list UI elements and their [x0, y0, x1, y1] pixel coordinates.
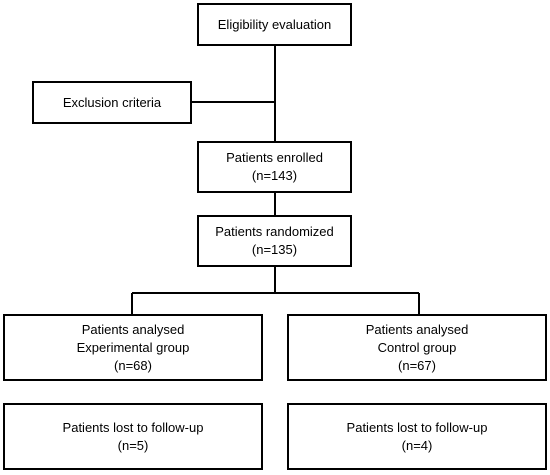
control-analysed-line1: Patients analysed: [365, 321, 469, 337]
control-lost-count: (n=4): [401, 437, 433, 453]
patients-randomized-box: Patients randomized (n=135): [197, 215, 352, 267]
experimental-analysed-box: Patients analysed Experimental group (n=…: [3, 314, 263, 381]
control-analysed-line2: Control group: [377, 339, 457, 355]
experimental-lost-label: Patients lost to follow-up: [62, 419, 204, 435]
exclusion-label: Exclusion criteria: [62, 94, 162, 110]
experimental-lost-count: (n=5): [117, 437, 149, 453]
randomized-count: (n=135): [251, 242, 298, 257]
eligibility-evaluation-box: Eligibility evaluation: [197, 3, 352, 46]
experimental-analysed-line1: Patients analysed: [81, 321, 185, 337]
eligibility-label: Eligibility evaluation: [217, 16, 332, 32]
experimental-analysed-count: (n=68): [114, 357, 152, 373]
randomized-label: Patients randomized: [215, 224, 334, 239]
experimental-lost-box: Patients lost to follow-up (n=5): [3, 403, 263, 470]
experimental-analysed-line2: Experimental group: [76, 339, 190, 355]
control-analysed-box: Patients analysed Control group (n=67): [287, 314, 547, 381]
enrolled-count: (n=143): [251, 168, 298, 183]
control-analysed-count: (n=67): [398, 357, 436, 373]
enrolled-label: Patients enrolled: [226, 150, 323, 165]
control-lost-box: Patients lost to follow-up (n=4): [287, 403, 547, 470]
exclusion-criteria-box: Exclusion criteria: [32, 81, 192, 124]
control-lost-label: Patients lost to follow-up: [346, 419, 488, 435]
patients-enrolled-box: Patients enrolled (n=143): [197, 141, 352, 193]
